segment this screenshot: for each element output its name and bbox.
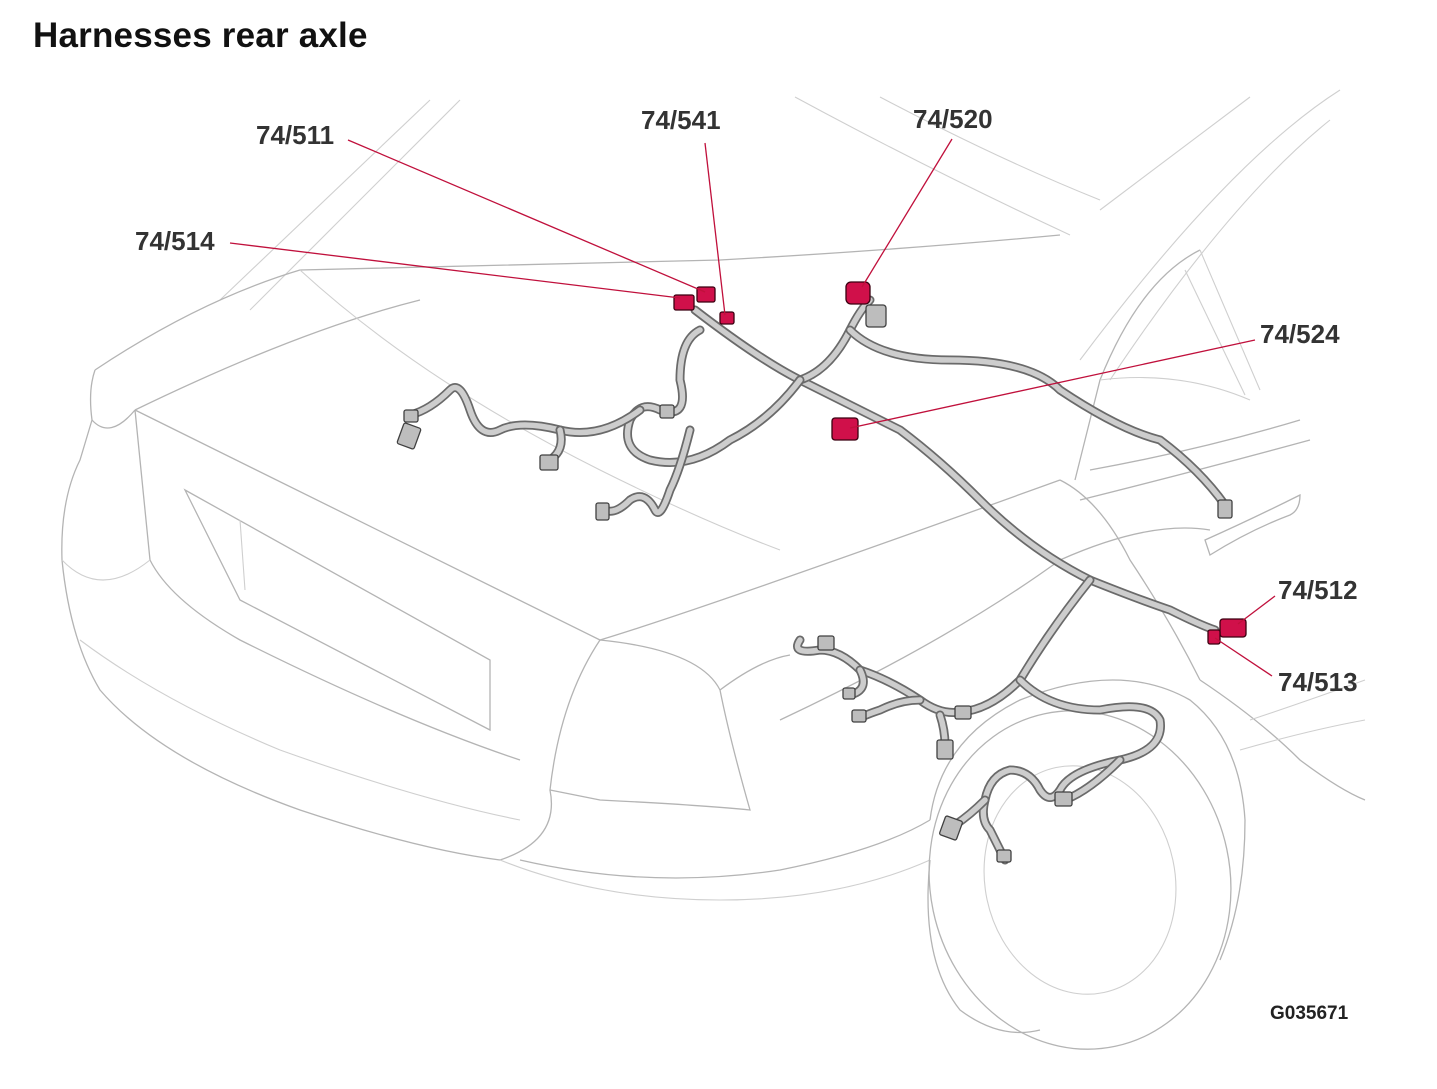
connector-74-520 [845, 281, 871, 305]
callout-74-512: 74/512 [1278, 575, 1358, 605]
grey-connector [539, 454, 559, 471]
leader-line-74-513 [1214, 637, 1273, 677]
leader-lines [229, 138, 1276, 677]
connector-74-541 [719, 311, 735, 325]
car-body-outline [61, 89, 1366, 1050]
callout-74-514: 74/514 [135, 226, 215, 256]
grey-connector [396, 422, 422, 450]
grey-connector [817, 635, 835, 651]
connector-74-524 [831, 417, 859, 441]
leader-line-74-511 [347, 139, 706, 293]
leader-line-74-541 [704, 142, 726, 316]
grey-connector [865, 304, 887, 328]
callout-74-541: 74/541 [641, 105, 721, 135]
reference-code: G035671 [1270, 1003, 1349, 1024]
grey-connector [1054, 791, 1073, 807]
grey-connector [954, 705, 972, 720]
wiring-harness-group [405, 295, 1230, 865]
leader-line-74-512 [1237, 595, 1276, 625]
leader-line-74-520 [861, 138, 953, 288]
leader-line-74-514 [229, 242, 681, 299]
grey-connector [842, 687, 856, 700]
grey-connector-group [396, 304, 1233, 863]
grey-connector [659, 404, 675, 419]
callout-74-520: 74/520 [913, 104, 993, 134]
grey-connector [1217, 499, 1233, 519]
callout-74-513: 74/513 [1278, 667, 1358, 697]
leader-line-74-524 [849, 339, 1256, 429]
connector-74-513 [1207, 629, 1221, 645]
grey-connector [403, 409, 419, 423]
grey-connector [939, 815, 963, 841]
callout-labels: 74/511 74/541 74/520 74/514 74/524 74/51… [135, 104, 1358, 697]
highlighted-connector-group [673, 281, 1247, 645]
callout-74-511: 74/511 [256, 120, 334, 150]
grey-connector [595, 502, 610, 521]
callout-74-524: 74/524 [1260, 319, 1340, 349]
connector-74-514 [673, 294, 695, 311]
page-title: Harnesses rear axle [33, 16, 368, 55]
grey-connector [936, 739, 954, 760]
grey-connector [996, 849, 1012, 863]
grey-connector [851, 709, 867, 723]
